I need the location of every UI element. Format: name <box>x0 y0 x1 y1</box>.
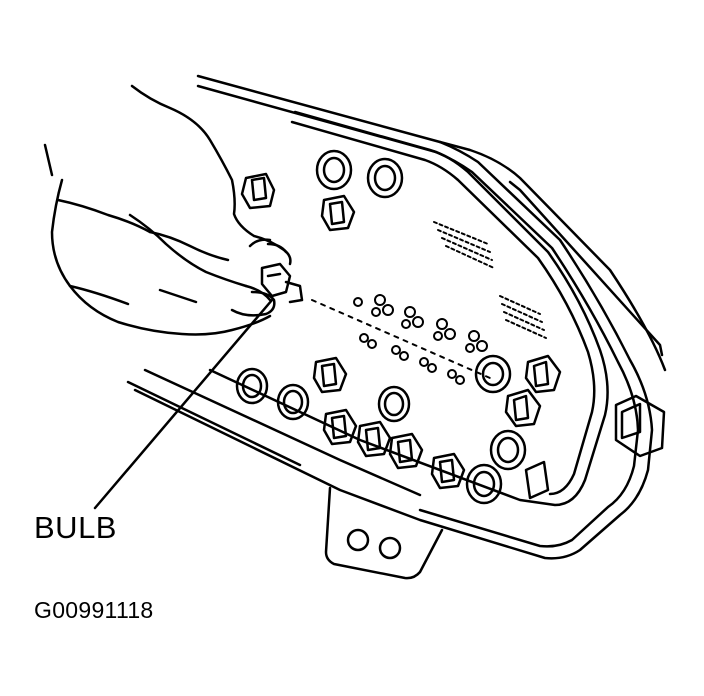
cluster-bezel <box>208 110 609 507</box>
side-tab <box>524 394 666 500</box>
mounting-bracket <box>324 486 444 580</box>
circuit-traces <box>311 221 547 379</box>
callout-label-bulb: BULB <box>34 510 117 545</box>
callout-leader-line <box>93 298 274 510</box>
square-sockets <box>240 172 562 490</box>
cluster-housing <box>126 74 667 560</box>
bulb-icon <box>260 262 304 304</box>
round-sockets <box>235 149 527 505</box>
hand-icon <box>43 84 292 336</box>
figure-code: G00991118 <box>34 597 154 623</box>
indicator-holes <box>353 294 488 385</box>
